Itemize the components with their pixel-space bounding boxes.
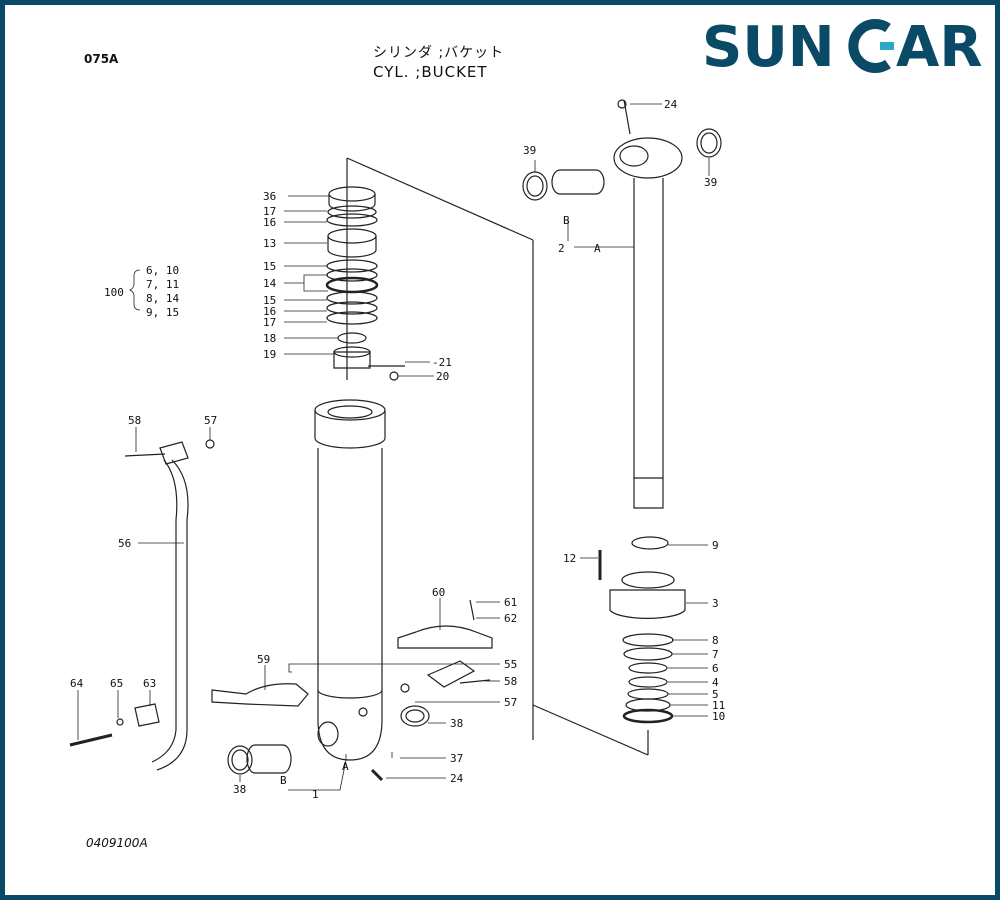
callout-24: 24 [450,772,464,785]
callout-16: 16 [263,216,276,229]
cylinder-tube [314,399,386,782]
callout-2: 2 [558,242,565,255]
callout-36: 36 [263,190,276,203]
callout-15: 15 [263,294,276,307]
callout-59: 59 [257,653,270,666]
drawing-code: 075A [84,52,119,66]
callout-A: A [342,760,349,773]
callout-B: B [280,774,287,787]
callout-58: 58 [504,675,517,688]
callout-39: 39 [704,176,717,189]
callout-64: 64 [70,677,84,690]
logo-text-left: SUN [702,15,835,76]
callout-1: 1 [312,788,319,801]
callout-17: 17 [263,316,276,329]
title-japanese: シリンダ ;バケット [373,45,505,61]
callout-57: 57 [504,696,517,709]
drawing-reference: 0409100A [86,836,148,850]
callout-B: B [563,214,570,227]
callout-11: 11 [712,699,725,712]
seal-kit-group: 100 6, 10 7, 11 8, 14 9, 15 [104,264,179,319]
callout-55: 55 [504,658,517,671]
callout-7: 7 [712,648,719,661]
callout-14: 14 [263,277,277,290]
suncar-logo: SUN AR [702,15,982,76]
callout-65: 65 [110,677,123,690]
callout-61: 61 [504,596,517,609]
title-english: CYL. ;BUCKET [373,63,488,81]
callout-10: 10 [712,710,725,723]
callout-9: 9 [712,539,719,552]
callout-15: 15 [263,260,276,273]
callout-19: 19 [263,348,276,361]
callout-17: 17 [263,205,276,218]
callout-24: 24 [664,98,678,111]
callout-39: 39 [523,144,536,157]
callout-20: 20 [436,370,449,383]
callout-38: 38 [450,717,463,730]
callout-13: 13 [263,237,276,250]
callout-56: 56 [118,537,131,550]
kit-row-4: 9, 15 [146,306,179,319]
callout-21: -21 [432,356,452,369]
callout-57: 57 [204,414,217,427]
callout-18: 18 [263,332,276,345]
piston-head [598,550,686,724]
callout-4: 4 [712,676,719,689]
callout-63: 63 [143,677,156,690]
kit-number: 100 [104,286,124,299]
callout-5: 5 [712,688,719,701]
seal-stack-upper [325,186,405,381]
callout-3: 3 [712,597,719,610]
pipe-assembly [124,439,215,771]
kit-row-1: 6, 10 [146,264,179,277]
logo-c-mark [848,19,894,73]
logo-text-right: AR [896,15,982,76]
kit-row-2: 7, 11 [146,278,179,291]
callout-58: 58 [128,414,141,427]
callout-37: 37 [450,752,463,765]
callout-16: 16 [263,305,276,318]
piston-rod [522,99,722,550]
callout-62: 62 [504,612,517,625]
callout-8: 8 [712,634,719,647]
callout-38: 38 [233,783,246,796]
callout-A: A [594,242,601,255]
callout-6: 6 [712,662,719,675]
kit-row-3: 8, 14 [146,292,179,305]
callout-60: 60 [432,586,445,599]
callout-12: 12 [563,552,576,565]
callout-labels: 36 17 16 13 15 14 15 16 17 18 19 -21 20 … [70,98,725,801]
